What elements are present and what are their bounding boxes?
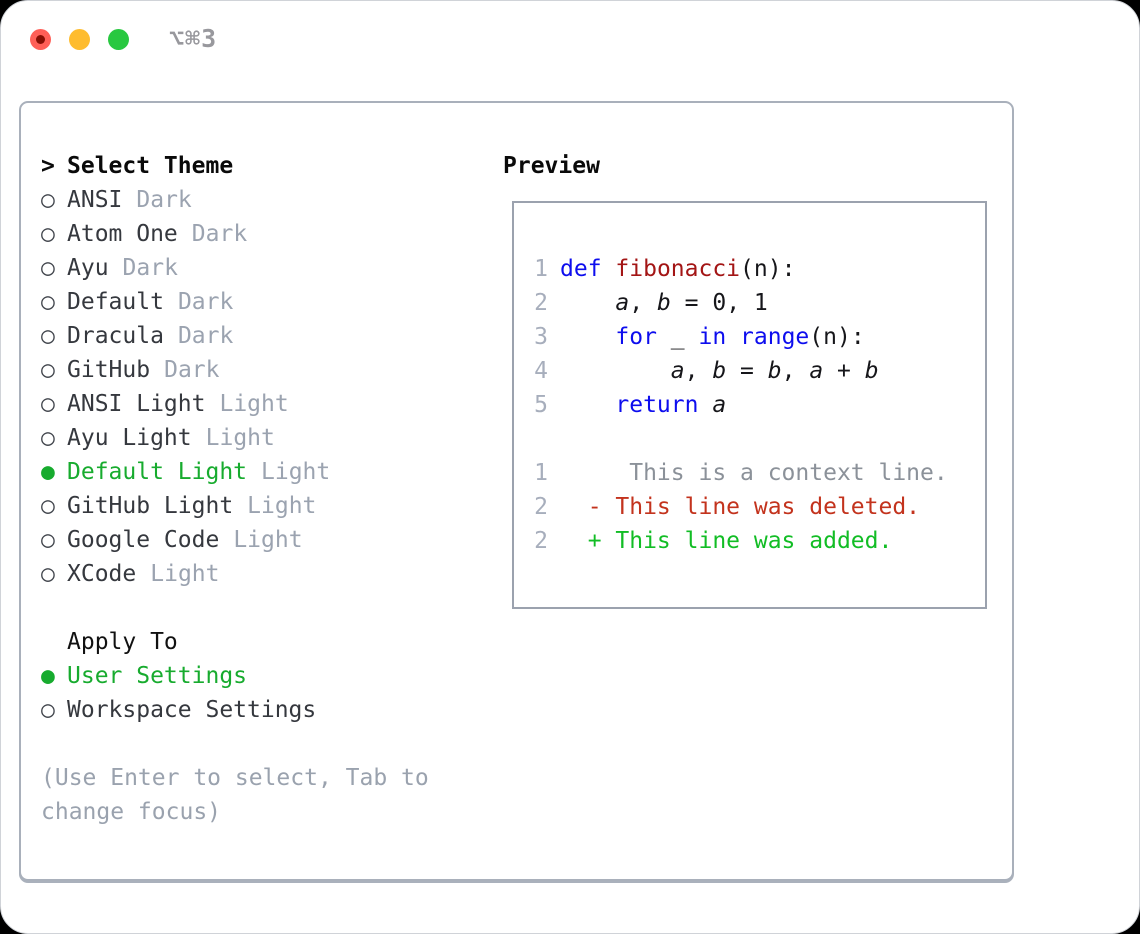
line-number: 2 (534, 528, 548, 554)
line-number: 2 (534, 290, 548, 316)
minimize-button[interactable] (69, 29, 90, 50)
line-number: 4 (534, 358, 548, 384)
theme-option-default-light[interactable]: ● Default Light Light (41, 455, 481, 489)
theme-name: Ayu (67, 255, 109, 281)
apply-option-name: User Settings (67, 663, 248, 689)
theme-option-atom-one-dark[interactable]: ○ Atom One Dark (41, 217, 481, 251)
radio-icon: ○ (41, 323, 55, 349)
code-line: 2 a, b = 0, 1 (533, 286, 985, 320)
theme-variant-tag: Light (261, 459, 331, 485)
code-text: for _ in range(n): (615, 324, 865, 350)
theme-variant-tag: Light (205, 425, 275, 451)
select-theme-label: Select Theme (67, 153, 234, 179)
radio-icon: ○ (41, 289, 55, 315)
preview-label: Preview (503, 153, 600, 179)
theme-variant-tag: Dark (164, 357, 220, 383)
theme-option-google-code[interactable]: ○ Google Code Light (41, 523, 481, 557)
titlebar: ⌥⌘3 (1, 1, 1139, 77)
traffic-lights (30, 29, 129, 50)
radio-icon: ○ (41, 697, 55, 723)
code-preview: 1 def fibonacci(n): 2 a, b = 0, 1 3 for _… (533, 252, 985, 558)
code-text: a, b = 0, 1 (615, 290, 768, 316)
theme-option-xcode[interactable]: ○ XCode Light (41, 557, 481, 591)
apply-to-label: Apply To (67, 629, 178, 655)
theme-option-ayu-dark[interactable]: ○ Ayu Dark (41, 251, 481, 285)
code-text: return a (615, 392, 727, 418)
theme-name: Ayu Light (67, 425, 192, 451)
select-theme-header: > Select Theme (41, 149, 481, 183)
theme-name: Atom One (67, 221, 178, 247)
zoom-button[interactable] (108, 29, 129, 50)
diff-deleted-line: 2 - This line was deleted. (533, 490, 985, 524)
apply-option-workspace-settings[interactable]: ○ Workspace Settings (41, 693, 481, 727)
theme-variant-tag: Dark (191, 221, 248, 247)
theme-name: GitHub (67, 357, 151, 383)
diff-added-line: 2 + This line was added. (533, 524, 985, 558)
radio-icon: ○ (41, 221, 55, 247)
radio-icon: ○ (41, 187, 55, 213)
line-number: 1 (534, 460, 548, 486)
diff-context-line: 1 This is a context line. (533, 456, 985, 490)
radio-icon: ○ (41, 493, 55, 519)
theme-option-ayu-light[interactable]: ○ Ayu Light Light (41, 421, 481, 455)
radio-selected-icon: ● (41, 663, 55, 689)
radio-icon: ○ (41, 357, 55, 383)
keyboard-hint-line2: change focus) (41, 799, 222, 825)
theme-name: ANSI (67, 187, 123, 213)
apply-option-user-settings[interactable]: ● User Settings (41, 659, 481, 693)
line-number: 2 (534, 494, 548, 520)
code-line: 5 return a (533, 388, 985, 422)
line-number: 5 (534, 392, 548, 418)
code-text: + This line was added. (560, 528, 893, 554)
apply-to-header: Apply To (41, 625, 481, 659)
code-text: - This line was deleted. (560, 494, 921, 520)
theme-variant-tag: Dark (177, 289, 234, 315)
theme-option-ansi-dark[interactable]: ○ ANSI Dark (41, 183, 481, 217)
theme-name: Google Code (67, 527, 220, 553)
code-text: a, b = b, a + b (670, 358, 879, 384)
focus-caret-icon: > (41, 153, 55, 179)
radio-icon: ○ (41, 561, 55, 587)
theme-variant-tag: Light (247, 493, 317, 519)
theme-variant-tag: Dark (177, 323, 234, 349)
theme-variant-tag: Light (150, 561, 220, 587)
theme-variant-tag: Dark (122, 255, 178, 281)
code-line: 1 def fibonacci(n): (533, 252, 985, 286)
apply-option-name: Workspace Settings (67, 697, 317, 723)
radio-icon: ○ (41, 391, 55, 417)
code-line: 3 for _ in range(n): (533, 320, 985, 354)
code-line: 4 a, b = b, a + b (533, 354, 985, 388)
line-number: 3 (534, 324, 548, 350)
theme-option-dracula-dark[interactable]: ○ Dracula Dark (41, 319, 481, 353)
radio-selected-icon: ● (41, 459, 55, 485)
theme-name: Default (67, 289, 164, 315)
code-text: This is a context line. (560, 460, 948, 486)
radio-icon: ○ (41, 527, 55, 553)
theme-option-ansi-light[interactable]: ○ ANSI Light Light (41, 387, 481, 421)
theme-name: XCode (67, 561, 137, 587)
code-text: def fibonacci(n): (560, 256, 796, 282)
theme-variant-tag: Light (233, 527, 303, 553)
spacer (41, 591, 481, 625)
theme-name: GitHub Light (67, 493, 234, 519)
radio-icon: ○ (41, 255, 55, 281)
close-button[interactable] (30, 29, 51, 50)
theme-name: ANSI Light (67, 391, 206, 417)
theme-option-default-dark[interactable]: ○ Default Dark (41, 285, 481, 319)
theme-name: Dracula (67, 323, 164, 349)
window-title: ⌥⌘3 (169, 24, 218, 53)
spacer (41, 727, 481, 761)
line-number: 1 (534, 256, 548, 282)
theme-option-github-dark[interactable]: ○ GitHub Dark (41, 353, 481, 387)
theme-variant-tag: Dark (136, 187, 192, 213)
preview-pane: 1 def fibonacci(n): 2 a, b = 0, 1 3 for _… (512, 201, 987, 609)
theme-variant-tag: Light (219, 391, 289, 417)
theme-name: Default Light (67, 459, 248, 485)
radio-icon: ○ (41, 425, 55, 451)
keyboard-hint-line1: (Use Enter to select, Tab to (41, 765, 429, 791)
code-line-blank (533, 422, 985, 456)
theme-option-github-light[interactable]: ○ GitHub Light Light (41, 489, 481, 523)
